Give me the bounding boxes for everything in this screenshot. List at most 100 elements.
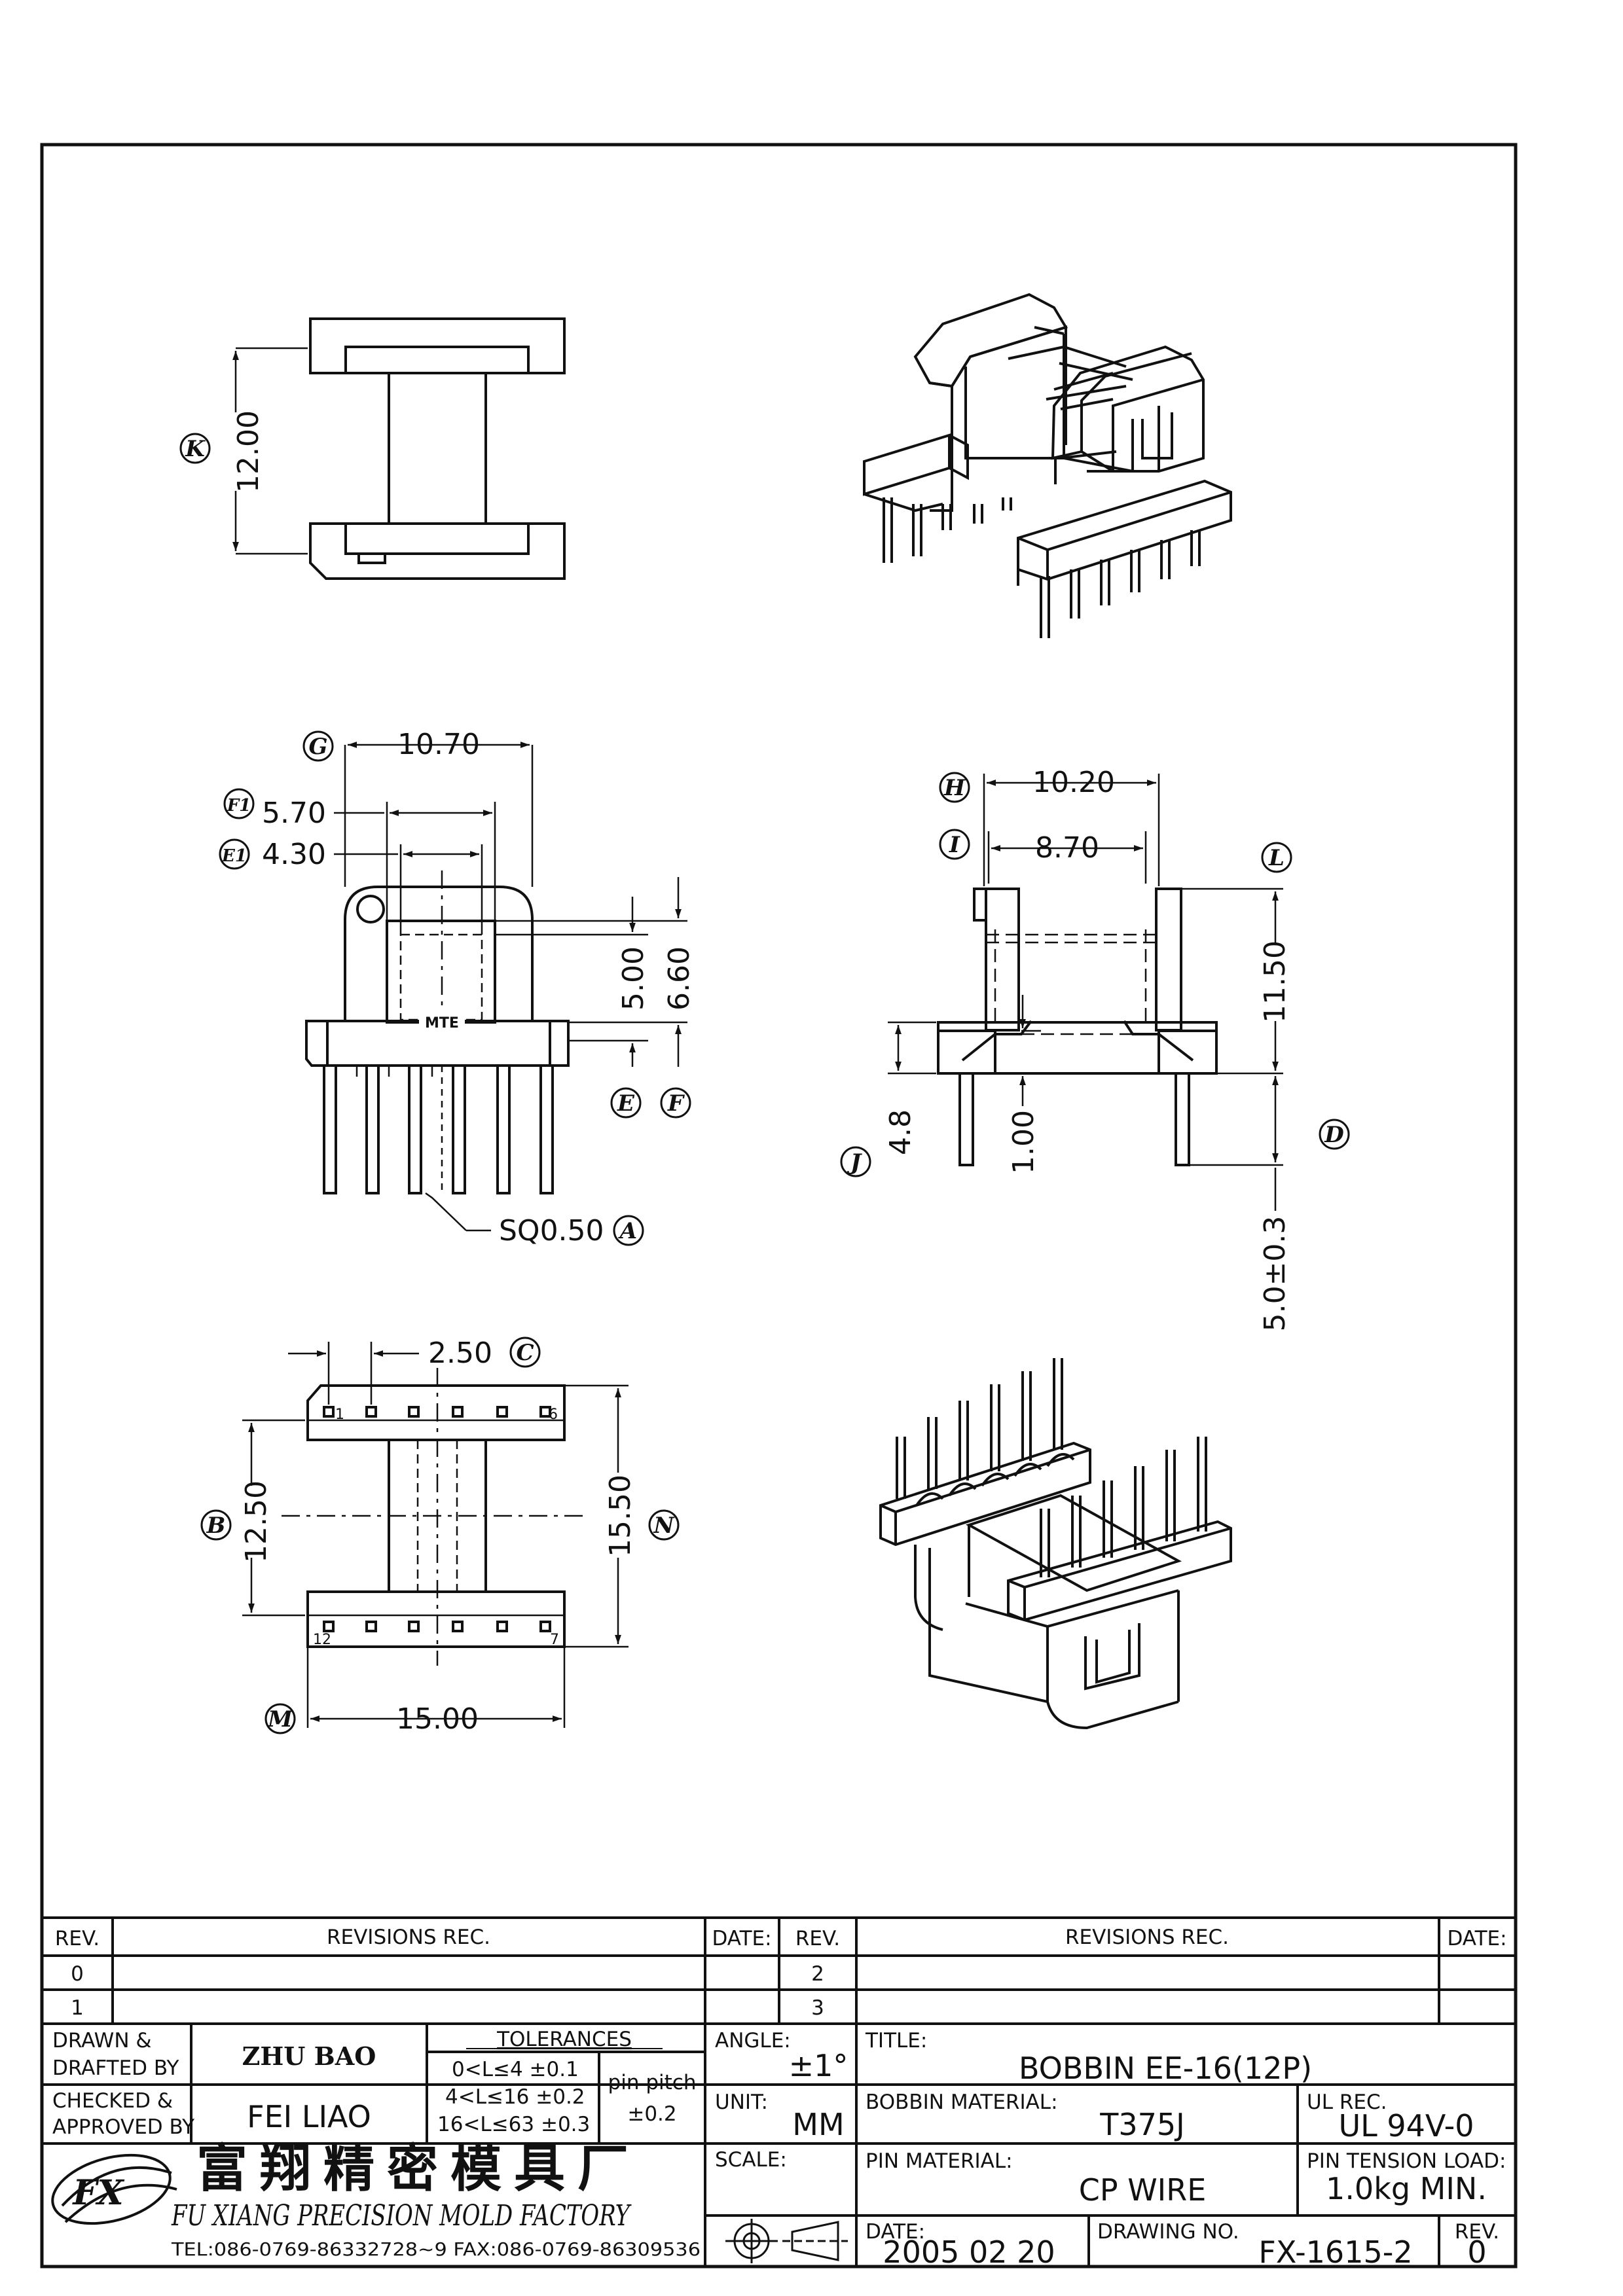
rev-row-0: 0 bbox=[71, 1962, 84, 1986]
front-logo-bg bbox=[419, 1011, 465, 1031]
pin-pitch-tol: ±0.2 bbox=[627, 2102, 676, 2126]
dim-c-value: 2.50 bbox=[428, 1336, 492, 1370]
pin-material-label: PIN MATERIAL: bbox=[866, 2149, 1013, 2173]
rev-value: 0 bbox=[1467, 2234, 1486, 2270]
dim-n-tag: N bbox=[653, 1513, 675, 1539]
rev-date-header-right: DATE: bbox=[1447, 1927, 1506, 1950]
dim-i-tag: I bbox=[949, 832, 960, 858]
drawn-label-2: DRAFTED BY bbox=[52, 2056, 179, 2080]
bobbin-material-value: T375J bbox=[1099, 2107, 1184, 2142]
dim-k-tag: K bbox=[185, 436, 206, 462]
dim-f1-tag: F1 bbox=[227, 796, 251, 816]
dim-e-circle bbox=[610, 1087, 642, 1119]
dim-a-circle bbox=[613, 1215, 644, 1246]
isometric-view-top bbox=[863, 293, 1232, 638]
rev-row-2: 2 bbox=[811, 1962, 824, 1986]
rev-header-right: REV. bbox=[795, 1927, 840, 1950]
rev-header-left: REV. bbox=[55, 1927, 100, 1950]
title-block bbox=[42, 2024, 1516, 2267]
front-logo-text: MTE bbox=[425, 1015, 459, 1031]
pin-pitch-label: pin pitch bbox=[608, 2071, 697, 2094]
company-contact: TEL:086-0769-86332728~9 FAX:086-0769-863… bbox=[171, 2238, 701, 2260]
pin-material-value: CP WIRE bbox=[1079, 2172, 1207, 2208]
dim-b-value: 12.50 bbox=[240, 1480, 273, 1563]
pin-label-7: 7 bbox=[550, 1632, 559, 1648]
dim-g-circle bbox=[302, 730, 334, 762]
front-view bbox=[305, 742, 687, 1232]
dim-b-circle bbox=[200, 1509, 232, 1541]
rev-date-header-left: DATE: bbox=[712, 1927, 771, 1950]
dim-j2-value: 1.00 bbox=[1007, 1110, 1040, 1174]
dim-f-tag: F bbox=[667, 1090, 685, 1117]
isometric-view-bottom bbox=[879, 1358, 1232, 1730]
bottom-view bbox=[242, 1342, 629, 1728]
company-logo-letters: FX bbox=[71, 2173, 125, 2213]
dim-j-tag: J bbox=[847, 1149, 862, 1175]
pin-tension-value: 1.0kg MIN. bbox=[1326, 2171, 1487, 2206]
unit-label: UNIT: bbox=[715, 2090, 768, 2114]
company-logo-icon bbox=[51, 2153, 177, 2225]
dim-d-circle bbox=[1319, 1119, 1350, 1150]
dim-f1-circle bbox=[223, 788, 255, 819]
dim-g-tag: G bbox=[308, 734, 327, 760]
unit-value: MM bbox=[792, 2107, 844, 2142]
angle-label: ANGLE: bbox=[715, 2029, 791, 2053]
ul-rec-label: UL REC. bbox=[1307, 2090, 1387, 2114]
checked-label-1: CHECKED & bbox=[52, 2089, 173, 2113]
rev-row-3: 3 bbox=[811, 1996, 824, 2020]
bobbin-material-label: BOBBIN MATERIAL: bbox=[866, 2090, 1058, 2114]
top-view bbox=[232, 317, 566, 580]
pin-label-12: 12 bbox=[313, 1632, 331, 1648]
dim-i-circle bbox=[939, 829, 970, 860]
pin-label-6: 6 bbox=[549, 1407, 558, 1423]
dim-l-tag: L bbox=[1268, 845, 1285, 871]
dim-j-circle bbox=[840, 1146, 871, 1177]
rev-rec-header-left: REVISIONS REC. bbox=[327, 1926, 490, 1949]
rev-row-1: 1 bbox=[71, 1996, 84, 2020]
ul-rec-value: UL 94V-0 bbox=[1338, 2108, 1474, 2144]
tol-row-3: 16<L≤63 ±0.3 bbox=[437, 2113, 590, 2136]
dim-k-value: 12.00 bbox=[232, 410, 265, 493]
scale-label: SCALE: bbox=[715, 2148, 787, 2172]
dim-a-value: SQ0.50 bbox=[499, 1214, 604, 1247]
dim-a-tag: A bbox=[618, 1218, 637, 1244]
checked-label-2: APPROVED BY bbox=[52, 2115, 194, 2139]
tol-row-2: 4<L≤16 ±0.2 bbox=[445, 2085, 585, 2109]
dim-k-circle bbox=[179, 433, 211, 464]
rev-rec-header-right: REVISIONS REC. bbox=[1065, 1926, 1229, 1949]
angle-value: ±1° bbox=[789, 2048, 848, 2083]
company-name-en: FU XIANG PRECISION MOLD FACTORY bbox=[171, 2199, 632, 2233]
side-view bbox=[888, 774, 1283, 1211]
pin-tension-label: PIN TENSION LOAD: bbox=[1307, 2149, 1506, 2173]
dim-m-circle bbox=[264, 1703, 296, 1734]
dim-f1-value: 5.70 bbox=[262, 797, 326, 830]
drawing-frame bbox=[40, 143, 1518, 2269]
dim-e1-value: 4.30 bbox=[262, 838, 326, 871]
title-label: TITLE: bbox=[865, 2029, 927, 2053]
dim-c-tag: C bbox=[516, 1340, 534, 1366]
drawing-no-value: FX-1615-2 bbox=[1258, 2234, 1412, 2270]
dim-f-circle bbox=[660, 1087, 691, 1119]
dim-g-value: 10.70 bbox=[397, 728, 480, 761]
dim-e-tag: E bbox=[617, 1090, 635, 1117]
dim-f-value: 6.60 bbox=[663, 946, 696, 1011]
revision-table bbox=[42, 1916, 1516, 2025]
dim-h-value: 10.20 bbox=[1032, 766, 1115, 799]
dim-l-value: 11.50 bbox=[1258, 941, 1292, 1023]
pin-label-1: 1 bbox=[335, 1407, 344, 1423]
dim-e-value: 5.00 bbox=[617, 946, 650, 1011]
dim-j-value: 4.8 bbox=[884, 1109, 917, 1155]
dim-n-value: 15.50 bbox=[604, 1475, 637, 1557]
projection-symbol-icon bbox=[725, 2219, 848, 2263]
title-value: BOBBIN EE-16(12P) bbox=[1019, 2051, 1312, 2086]
date-value: 2005 02 20 bbox=[883, 2234, 1055, 2270]
checked-name: FEI LIAO bbox=[247, 2099, 371, 2134]
dim-c-circle bbox=[509, 1336, 541, 1368]
dim-m-tag: M bbox=[267, 1706, 293, 1732]
drawn-name: ZHU BAO bbox=[242, 2041, 376, 2071]
dim-m-value: 15.00 bbox=[396, 1702, 479, 1736]
dim-h-circle bbox=[939, 772, 970, 803]
dim-n-circle bbox=[648, 1509, 680, 1541]
dim-e1-tag: E1 bbox=[221, 846, 247, 866]
